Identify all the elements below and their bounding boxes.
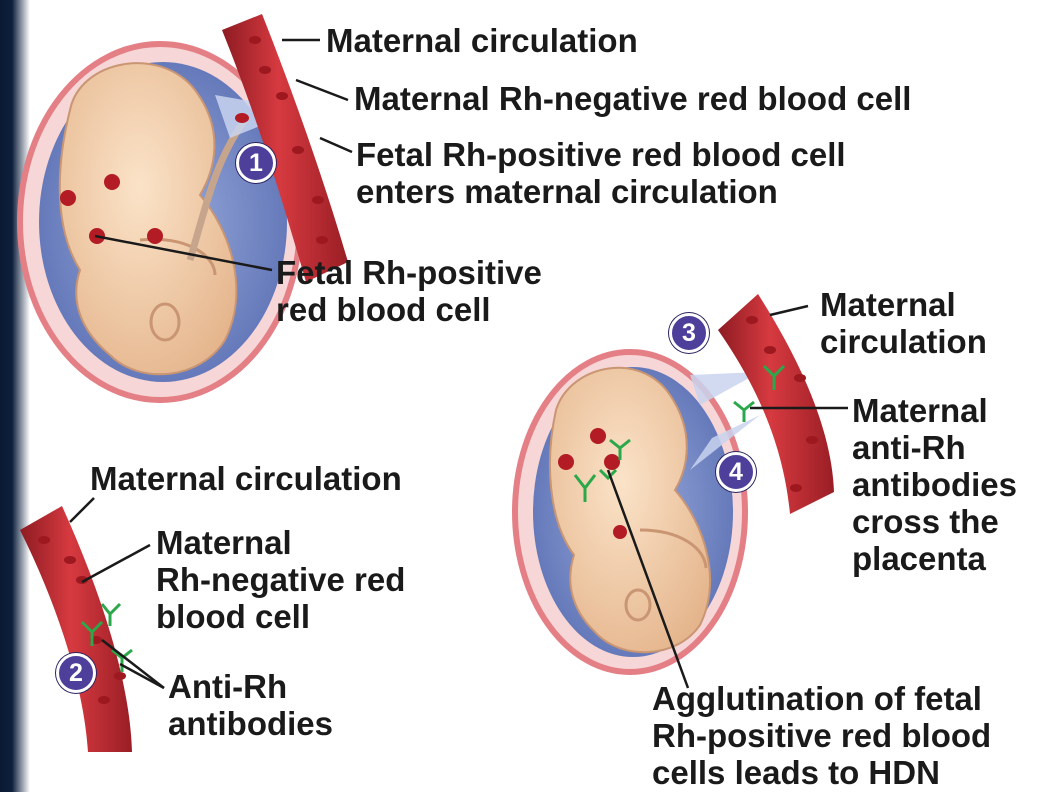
label-top-maternal-circulation: Maternal circulation: [326, 22, 638, 59]
label-br-maternal-circulation: Maternal circulation: [820, 286, 987, 360]
label-bl-anti-rh: Anti-Rh antibodies: [168, 668, 333, 742]
label-top-fetal-enters: Fetal Rh-positive red blood cell enters …: [356, 136, 846, 210]
step-4-badge: 4: [716, 452, 756, 492]
top-fetal-cell: [60, 190, 76, 206]
label-top-maternal-rh-negative: Maternal Rh-negative red blood cell: [354, 80, 911, 117]
label-br-antibodies-cross: Maternal anti-Rh antibodies cross the pl…: [852, 392, 1017, 577]
step-1-badge: 1: [236, 143, 276, 183]
label-bl-maternal-rh-negative: Maternal Rh-negative red blood cell: [156, 524, 405, 635]
bl-maternal-vessel: [20, 506, 132, 752]
label-bl-maternal-circulation: Maternal circulation: [90, 460, 402, 497]
br-uterus-group: [515, 352, 760, 672]
top-fetal-cell: [104, 174, 120, 190]
label-top-fetal-rh-positive: Fetal Rh-positive red blood cell: [276, 254, 542, 328]
step-2-badge: 2: [56, 653, 96, 693]
step-3-badge: 3: [669, 313, 709, 353]
top-fetal-cell: [147, 228, 163, 244]
label-br-agglutination: Agglutination of fetal Rh-positive red b…: [652, 680, 991, 791]
